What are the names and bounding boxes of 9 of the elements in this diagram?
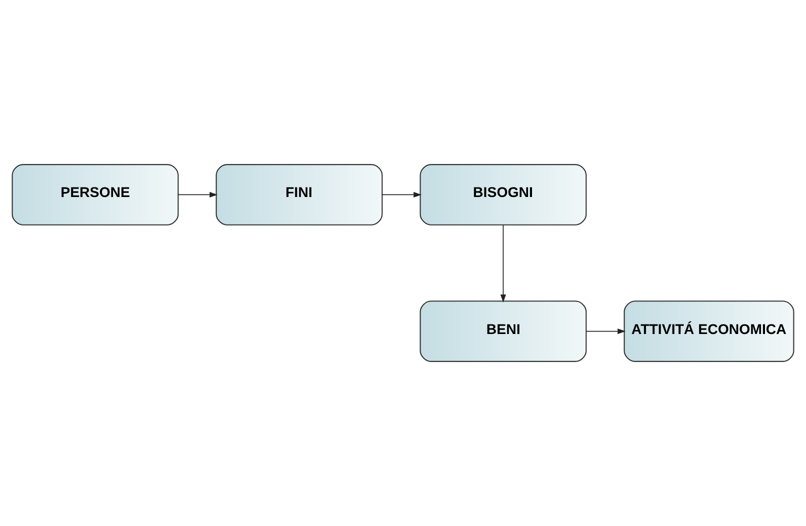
node-box: BENI (420, 300, 587, 362)
node-box: FINI (216, 164, 383, 226)
arrow (586, 328, 626, 334)
node-box: BISOGNI (420, 164, 587, 226)
node-box: PERSONE (12, 164, 179, 226)
arrow (382, 192, 422, 198)
arrow (500, 224, 506, 302)
arrow (178, 192, 218, 198)
node-box: ATTIVITÁ ECONOMICA (624, 300, 794, 362)
